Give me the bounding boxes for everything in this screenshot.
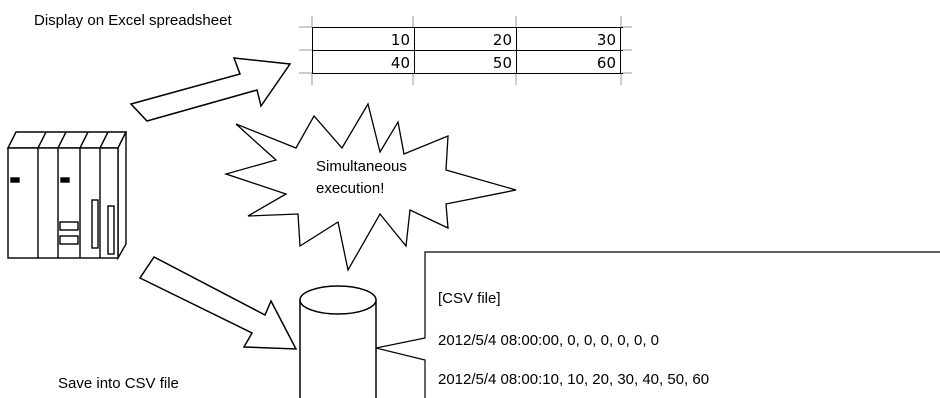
- csv-callout-box: [375, 251, 940, 398]
- spreadsheet-cell: 50: [415, 51, 517, 73]
- spreadsheet-cell: 60: [517, 51, 621, 73]
- csv-save-label: Save into CSV file: [58, 375, 179, 392]
- spreadsheet-cell: 40: [313, 51, 415, 73]
- csv-line: 2012/5/4 08:00:10, 10, 20, 30, 40, 50, 6…: [438, 371, 710, 388]
- spreadsheet-table: 10 20 30 40 50 60: [312, 27, 623, 74]
- arrow-to-spreadsheet-icon: [129, 57, 292, 122]
- spreadsheet-grid-lines: [299, 16, 632, 85]
- excel-display-label: Display on Excel spreadsheet: [34, 12, 232, 29]
- storage-cylinder-icon: [299, 285, 377, 398]
- csv-file-title: [CSV file]: [438, 290, 501, 307]
- csv-line: 2012/5/4 08:00:00, 0, 0, 0, 0, 0, 0: [438, 332, 660, 349]
- spreadsheet-cell: 20: [415, 28, 517, 50]
- explosion-burst-icon: [223, 102, 517, 272]
- spreadsheet-cell: 10: [313, 28, 415, 50]
- arrow-to-csv-icon: [138, 256, 298, 350]
- plc-device-icon: [6, 131, 128, 261]
- burst-text-line-2: execution!: [316, 180, 385, 197]
- spreadsheet-cell: 30: [517, 28, 621, 50]
- burst-text: Simultaneous execution!: [316, 156, 407, 200]
- burst-text-line-1: Simultaneous: [316, 158, 407, 175]
- spreadsheet-row: 40 50 60: [313, 51, 623, 74]
- spreadsheet-row: 10 20 30: [313, 28, 623, 51]
